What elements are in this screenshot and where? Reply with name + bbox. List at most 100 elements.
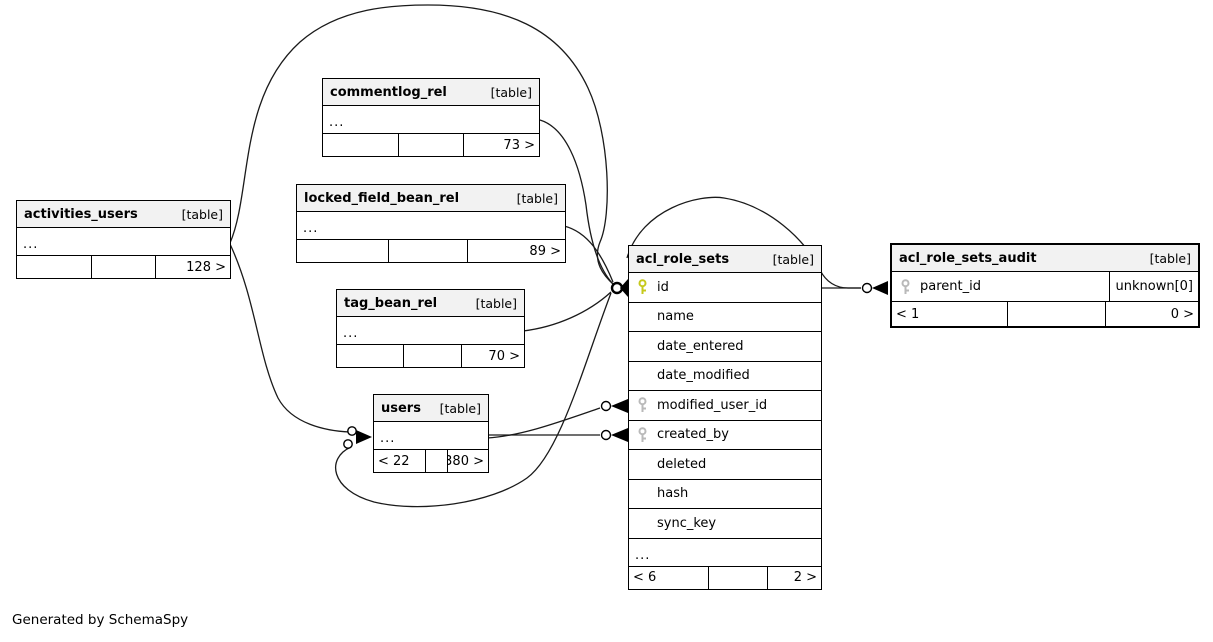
column-row-hash[interactable]: hash <box>629 480 821 509</box>
table-type-label: [table] <box>439 400 481 416</box>
column-name: name <box>657 309 694 325</box>
footer-parents <box>323 134 398 156</box>
footer-parents <box>337 345 403 367</box>
footer-mid <box>708 566 767 589</box>
edge-endpoints <box>343 279 888 449</box>
collapsed-columns-row[interactable]: ... <box>323 106 539 134</box>
crow-created-by <box>611 428 628 442</box>
footer-parents: < 22 <box>378 453 410 469</box>
column-name: id <box>657 279 669 295</box>
footer-mid <box>425 450 447 472</box>
column-row-parent-id[interactable]: parent_id unknown[0] <box>892 272 1198 302</box>
odot-users-upper <box>347 426 357 436</box>
foreign-key-icon <box>899 278 912 295</box>
table-header[interactable]: locked_field_bean_rel [table] <box>297 185 565 212</box>
column-name: created_by <box>657 427 729 443</box>
column-row-modified-user-id[interactable]: modified_user_id <box>629 391 821 421</box>
table-header[interactable]: commentlog_rel [table] <box>323 79 539 106</box>
column-row-date-entered[interactable]: date_entered <box>629 332 821 362</box>
table-type-label: [table] <box>181 206 223 222</box>
footer-mid <box>388 240 467 262</box>
footer-children: 73 > <box>463 134 539 156</box>
column-name: date_entered <box>657 338 744 354</box>
table-footer: 128 > <box>17 256 230 278</box>
footer-children: 0 > <box>1104 302 1198 326</box>
edge-tag-to-acl-id <box>522 291 612 332</box>
table-footer: < 6 2 > <box>629 566 821 589</box>
column-name: sync_key <box>657 515 717 531</box>
table-header[interactable]: acl_role_sets_audit [table] <box>892 245 1198 272</box>
odot-users-lower <box>343 439 353 449</box>
table-acl-role-sets[interactable]: acl_role_sets [table] id name date_enter… <box>628 245 822 590</box>
table-tag-bean-rel[interactable]: tag_bean_rel [table] ... 70 > <box>336 289 525 368</box>
column-row-name[interactable]: name <box>629 303 821 332</box>
table-commentlog-rel[interactable]: commentlog_rel [table] ... 73 > <box>322 78 540 157</box>
column-row-deleted[interactable]: deleted <box>629 450 821 480</box>
odot-modified-user-id <box>600 400 612 412</box>
table-footer: 89 > <box>297 240 565 262</box>
edge-activities-to-users <box>229 243 351 433</box>
crow-modified-user-id <box>611 399 628 413</box>
odot-audit-parent-id <box>861 282 873 294</box>
table-type-label: [table] <box>1149 250 1191 266</box>
table-name: locked_field_bean_rel <box>304 190 460 206</box>
collapsed-columns-row[interactable]: ... <box>297 212 565 240</box>
table-type-label: [table] <box>475 295 517 311</box>
foreign-key-icon <box>636 397 649 413</box>
footer-children: 380 > <box>446 450 488 472</box>
footer-children: 89 > <box>466 240 565 262</box>
table-name: commentlog_rel <box>330 84 447 100</box>
column-name: date_modified <box>657 368 750 384</box>
footer-parents: < 1 <box>896 306 920 322</box>
table-footer: 70 > <box>337 345 524 367</box>
table-type-label: [table] <box>772 251 814 267</box>
crow-audit-parent-id <box>872 281 888 295</box>
table-name: acl_role_sets <box>636 251 730 267</box>
table-header[interactable]: users [table] <box>374 395 488 422</box>
footer-mid <box>1007 302 1105 326</box>
footer-parents: < 6 <box>633 570 657 585</box>
table-footer: < 22 380 > <box>374 450 488 472</box>
edge-commentlog-to-acl-id <box>539 119 614 285</box>
table-header[interactable]: acl_role_sets [table] <box>629 246 821 273</box>
footer-mid <box>402 345 461 367</box>
collapsed-columns-row[interactable]: ... <box>374 422 488 450</box>
column-row-created-by[interactable]: created_by <box>629 421 821 450</box>
column-name: parent_id <box>920 279 981 294</box>
primary-key-icon <box>636 279 649 295</box>
table-acl-role-sets-audit[interactable]: acl_role_sets_audit [table] parent_id un… <box>890 243 1200 328</box>
collapsed-columns-row[interactable]: ... <box>17 228 230 256</box>
table-header[interactable]: tag_bean_rel [table] <box>337 290 524 317</box>
table-header[interactable]: activities_users [table] <box>17 201 230 228</box>
footer-children: 128 > <box>155 256 230 278</box>
table-name: activities_users <box>24 206 138 222</box>
table-locked-field-bean-rel[interactable]: locked_field_bean_rel [table] ... 89 > <box>296 184 566 263</box>
column-row-id[interactable]: id <box>629 273 821 303</box>
footer-parents <box>297 240 388 262</box>
column-row-sync-key[interactable]: sync_key <box>629 509 821 539</box>
footer-children: 2 > <box>766 566 821 589</box>
table-footer: < 1 0 > <box>892 302 1198 326</box>
arrow-into-users <box>356 430 372 444</box>
footer-mid <box>91 256 155 278</box>
table-footer: 73 > <box>323 134 539 156</box>
edge-users-to-modified-user-id <box>486 407 601 439</box>
table-users[interactable]: users [table] ... < 22 380 > <box>373 394 489 473</box>
edge-users-loop-to-acl-id <box>335 292 612 508</box>
table-name: acl_role_sets_audit <box>899 250 1037 266</box>
column-name: hash <box>657 486 689 502</box>
foreign-key-icon <box>636 426 649 443</box>
table-activities-users[interactable]: activities_users [table] ... 128 > <box>16 200 231 279</box>
collapsed-columns-row[interactable]: ... <box>337 317 524 345</box>
collapsed-columns-row[interactable]: ... <box>629 539 821 567</box>
crow-acl-id <box>620 279 628 297</box>
footer-parents <box>17 256 91 278</box>
column-row-date-modified[interactable]: date_modified <box>629 362 821 391</box>
column-name: deleted <box>657 456 707 472</box>
edge-acl-id-to-audit-arc <box>626 196 861 289</box>
table-name: tag_bean_rel <box>344 295 438 311</box>
edge-activities-to-acl-id <box>229 4 615 286</box>
odot-created-by <box>600 429 612 441</box>
column-type: unknown[0] <box>1108 272 1199 301</box>
